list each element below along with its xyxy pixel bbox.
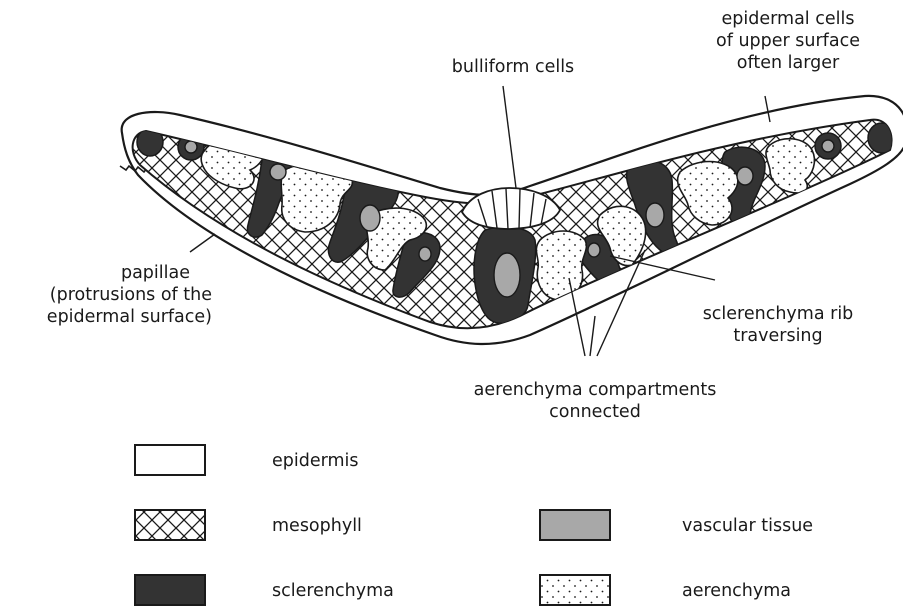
legend-swatch-aerenchyma xyxy=(540,575,610,605)
legend-swatch-sclerenchyma xyxy=(135,575,205,605)
legend-swatch-epidermis xyxy=(135,445,205,475)
legend-swatch-mesophyll xyxy=(135,510,205,540)
label-papillae: papillae (protrusions of the epidermal s… xyxy=(0,262,212,328)
label-sclerenchyma-rib: sclerenchyma rib traversing xyxy=(683,303,873,347)
legend-label-epidermis: epidermis xyxy=(272,450,359,472)
legend-label-aerenchyma: aerenchyma xyxy=(682,580,791,602)
legend-label-mesophyll: mesophyll xyxy=(272,515,362,537)
legend-swatch-vascular xyxy=(540,510,610,540)
label-aerenchyma-compartments: aerenchyma compartments connected xyxy=(445,379,745,423)
legend-label-vascular: vascular tissue xyxy=(682,515,813,537)
legend-label-sclerenchyma: sclerenchyma xyxy=(272,580,394,602)
label-epidermal-cells: epidermal cells of upper surface often l… xyxy=(688,8,888,74)
label-bulliform-cells: bulliform cells xyxy=(428,56,598,78)
